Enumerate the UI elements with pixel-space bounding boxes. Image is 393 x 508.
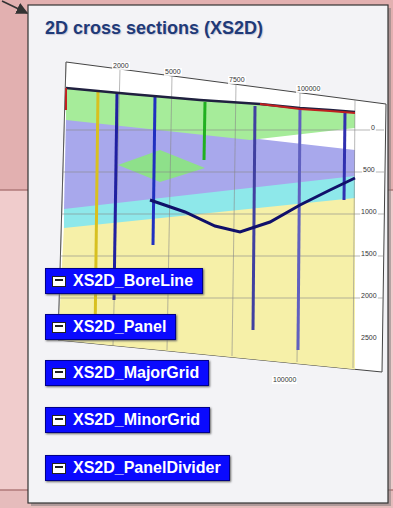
button-icon [52,463,66,474]
layer-button: XS2D_PanelDivider [45,455,230,481]
axis-label: 7500 [228,76,246,84]
axis-label: 100000 [272,376,297,384]
axis-label: 5000 [164,68,182,76]
axis-label: 2000 [112,62,130,70]
button-label: XS2D_MinorGrid [73,411,200,429]
button-icon [52,322,66,333]
button-label: XS2D_MajorGrid [73,364,199,382]
axis-label: 2000 [360,292,378,300]
button-label: XS2D_Panel [73,318,166,336]
layer-button: XS2D_Panel [45,314,176,340]
panel-frame: 2D cross sections (XS2D) XS2D_BoreLineXS2… [28,5,388,503]
panel-title: 2D cross sections (XS2D) [45,18,263,39]
button-icon [52,415,66,426]
axis-label: 0 [370,124,376,132]
axis-label: 2500 [360,334,378,342]
axis-label: 1500 [360,250,378,258]
axis-label: 500 [362,166,376,174]
axis-label: 100000 [296,85,321,93]
button-label: XS2D_BoreLine [73,272,193,290]
layer-button: XS2D_BoreLine [45,268,203,294]
axis-label: 1000 [360,208,378,216]
button-icon [52,368,66,379]
layer-button: XS2D_MajorGrid [45,360,209,386]
layer-button: XS2D_MinorGrid [45,407,210,433]
button-label: XS2D_PanelDivider [73,459,221,477]
button-icon [52,276,66,287]
